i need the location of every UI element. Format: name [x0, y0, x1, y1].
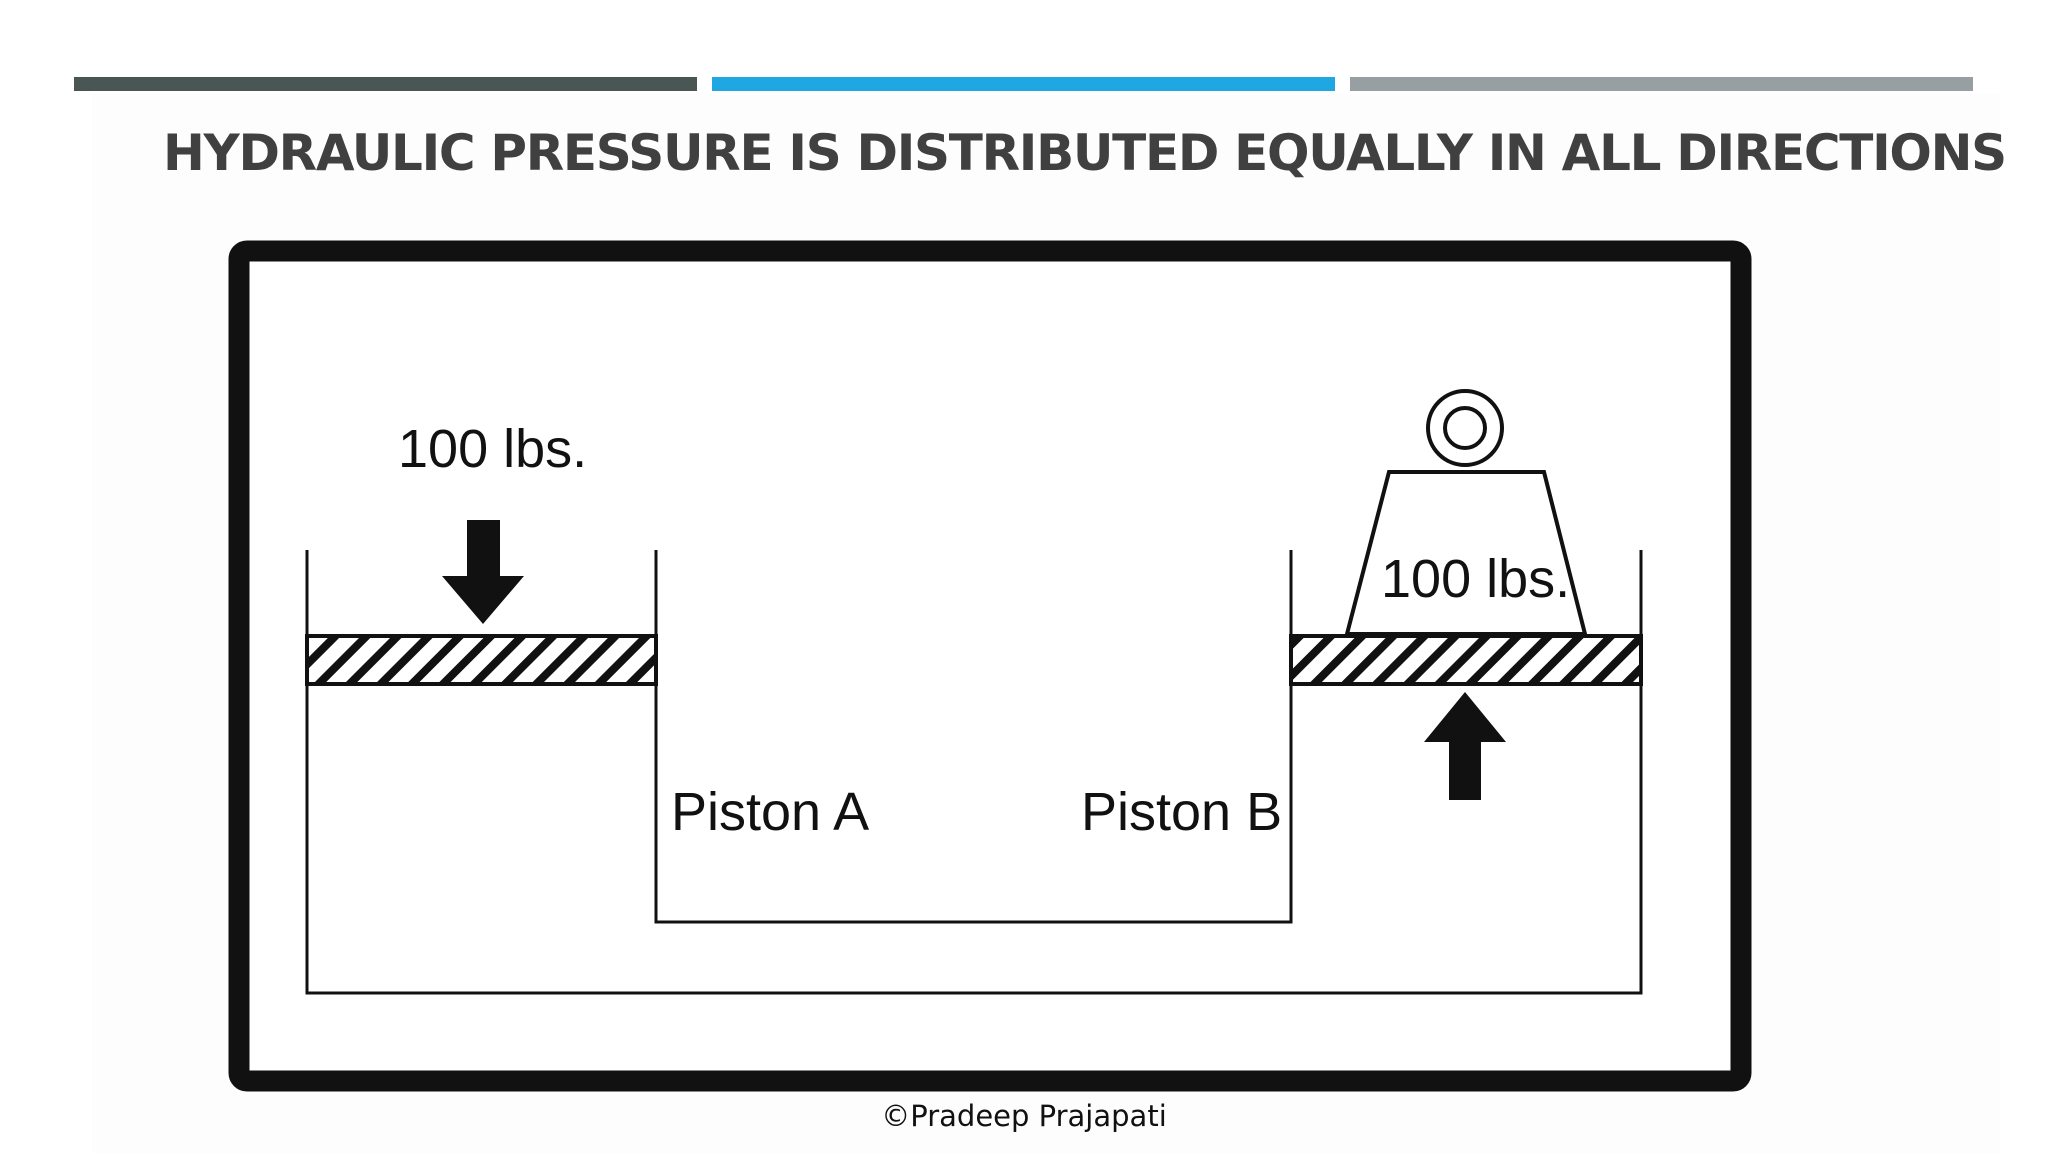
piston-a-label: Piston A — [671, 782, 869, 842]
piston-b-label: Piston B — [1081, 782, 1282, 842]
weight-ring-inner — [1443, 406, 1487, 450]
down-arrow-icon — [442, 520, 524, 624]
vessel-inner-outline — [654, 550, 1293, 924]
slide-title: HYDRAULIC PRESSURE IS DISTRIBUTED EQUALL… — [163, 124, 2007, 182]
hydraulic-diagram: 100 lbs. 100 lbs. Piston A Piston B — [228, 240, 1752, 1092]
header-accent-bar-blue — [712, 77, 1335, 91]
up-arrow-icon — [1424, 692, 1506, 800]
right-weight-label: 100 lbs. — [1381, 549, 1570, 609]
diagram-frame — [228, 240, 1752, 1092]
left-force-label: 100 lbs. — [398, 419, 587, 479]
weight-icon — [1344, 470, 1588, 636]
copyright-text: ©Pradeep Prajapati — [881, 1099, 1167, 1133]
header-accent-bar-gray — [1350, 77, 1973, 91]
piston-a-plate — [305, 634, 658, 686]
piston-b-plate — [1289, 634, 1643, 686]
vessel-outline — [305, 550, 1643, 995]
header-accent-bar-dark — [74, 77, 697, 91]
